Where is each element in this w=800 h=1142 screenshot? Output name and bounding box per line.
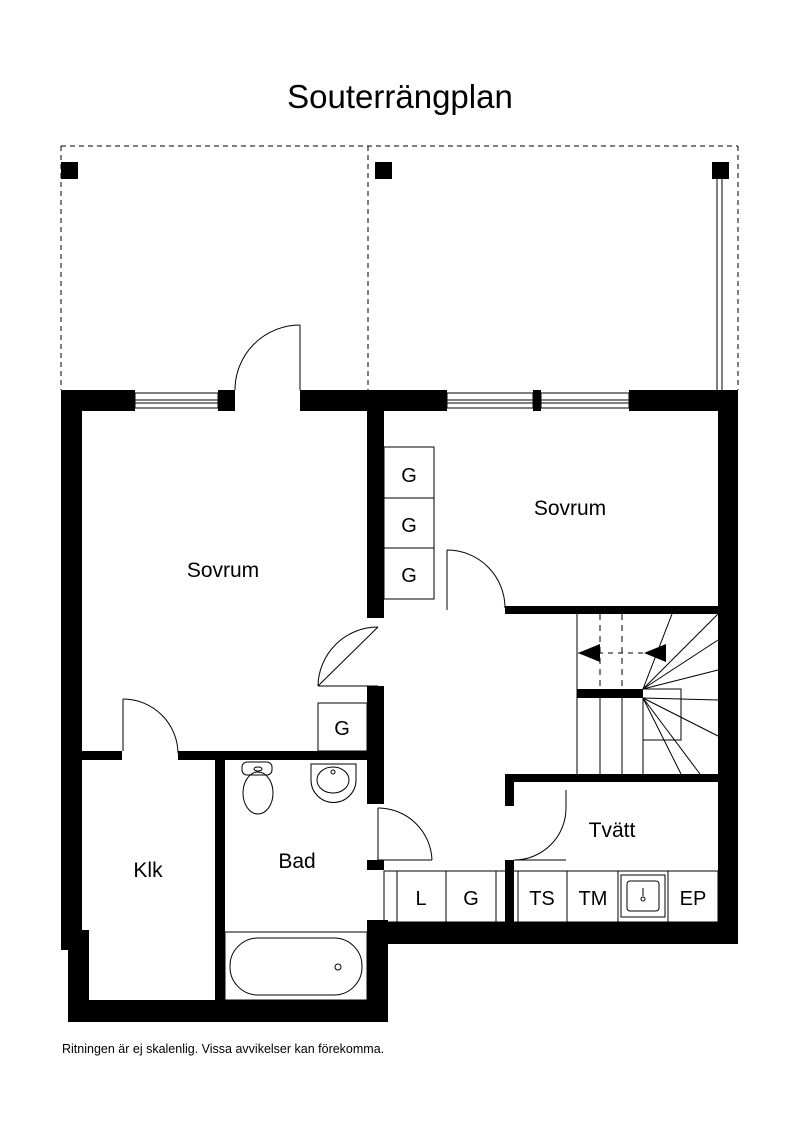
laundry-sink-icon (620, 874, 666, 918)
room-label-bedroom-right: Sovrum (534, 497, 606, 520)
disclaimer-note: Ritningen är ej skalenlig. Vissa avvikel… (62, 1042, 385, 1056)
door (446, 549, 506, 610)
door (513, 790, 567, 861)
laundry-fixtures (383, 870, 719, 923)
toilet-icon (241, 761, 274, 815)
stair-arrow-icon (644, 644, 666, 662)
interior-walls (82, 390, 718, 1000)
room-label-closet: Klk (133, 859, 163, 882)
bathtub-icon (224, 931, 368, 1001)
exterior-walls (61, 390, 738, 1022)
plan-title: Souterrängplan (287, 78, 513, 115)
wardrobe-column (383, 446, 435, 600)
wardrobe-label: G (334, 718, 350, 740)
wardrobe-label: G (463, 888, 479, 910)
terrace-railing (716, 179, 723, 390)
wardrobe-label: G (401, 515, 417, 537)
window (540, 392, 630, 409)
terrace-outline (60, 145, 739, 390)
linen-cabinet-label: L (415, 888, 426, 910)
door (317, 626, 379, 687)
door (234, 324, 301, 391)
stair-arrow-icon (578, 644, 600, 662)
room-label-bedroom-left: Sovrum (187, 559, 259, 582)
hall-wardrobe (317, 702, 368, 752)
washbasin-icon (310, 763, 357, 803)
window (446, 392, 534, 409)
electrical-panel-label: EP (680, 888, 707, 910)
dryer-label: TS (529, 888, 555, 910)
room-label-laundry: Tvätt (589, 819, 636, 842)
terrace-post (375, 162, 392, 179)
wardrobe-label: G (401, 565, 417, 587)
washer-label: TM (579, 888, 608, 910)
room-label-bathroom: Bad (278, 850, 315, 873)
terrace-post (61, 162, 78, 179)
terrace-post (712, 162, 729, 179)
door (377, 807, 433, 861)
door (122, 698, 179, 754)
wardrobe-label: G (401, 465, 417, 487)
window (134, 392, 219, 409)
